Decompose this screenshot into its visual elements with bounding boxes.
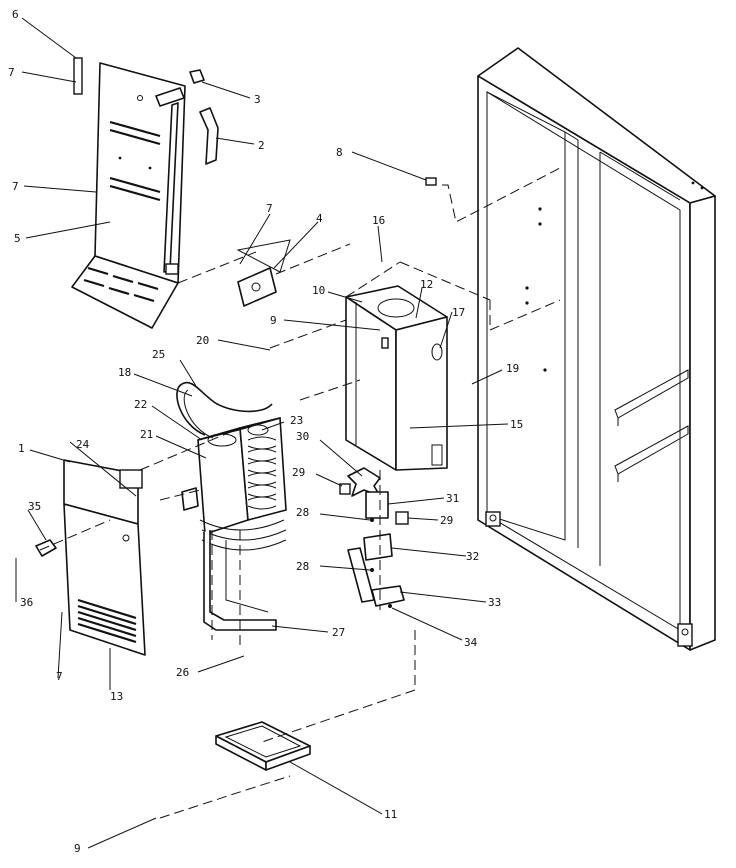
- callout-label: 26: [176, 666, 189, 679]
- suction-line: [176, 381, 273, 439]
- callout-label: 20: [196, 334, 209, 347]
- callout-31: 31: [387, 492, 459, 505]
- evaporator-cover-panel: [71, 57, 186, 329]
- callout-17: 17: [439, 306, 465, 349]
- part-screw-8: [425, 177, 437, 186]
- callout-1: 1: [18, 442, 71, 463]
- callout-label: 5: [14, 232, 21, 245]
- callout-36: 36: [15, 558, 33, 609]
- callout-9-top: 9: [270, 314, 381, 331]
- callout-18: 18: [118, 366, 193, 397]
- callout-label: 8: [336, 146, 343, 159]
- callout-2: 2: [215, 137, 265, 152]
- callout-label: 9: [270, 314, 277, 327]
- callout-24: 24: [69, 438, 137, 497]
- callout-35: 35: [27, 500, 47, 541]
- callout-label: 18: [118, 366, 131, 379]
- callout-label: 7: [12, 180, 19, 193]
- callout-label: 11: [384, 808, 397, 821]
- callout-28-bottom: 28: [296, 560, 371, 573]
- callout-label: 15: [510, 418, 523, 431]
- callout-label: 31: [446, 492, 459, 505]
- callout-3: 3: [201, 81, 261, 106]
- callout-5: 5: [14, 221, 111, 245]
- callout-34: 34: [391, 607, 478, 649]
- callout-25: 25: [152, 348, 197, 387]
- callout-label: 22: [134, 398, 147, 411]
- callout-8: 8: [336, 146, 427, 181]
- grille-cover: [63, 459, 146, 656]
- callout-label: 2: [258, 139, 265, 152]
- callout-label: 29: [440, 514, 453, 527]
- callout-label: 4: [316, 212, 323, 225]
- callout-11: 11: [289, 761, 397, 821]
- callout-10: 10: [312, 284, 363, 303]
- callout-label: 34: [464, 636, 478, 649]
- callout-15: 15: [409, 418, 523, 431]
- callout-9-bottom: 9: [74, 817, 157, 855]
- callout-22: 22: [134, 398, 203, 441]
- callout-29-right: 29: [407, 514, 453, 527]
- callout-32: 32: [391, 547, 479, 563]
- callout-label: 13: [110, 690, 123, 703]
- callout-26: 26: [176, 655, 245, 679]
- callout-label: 28: [296, 506, 309, 519]
- evaporator-coil: [197, 417, 287, 551]
- callout-7-mid: 7: [12, 180, 97, 193]
- callout-21: 21: [140, 428, 207, 459]
- callout-29-left: 29: [292, 466, 343, 487]
- part-duct-2: [199, 107, 219, 165]
- callout-label: 12: [420, 278, 433, 291]
- callout-7-top: 7: [8, 66, 77, 83]
- callout-6: 6: [12, 8, 77, 59]
- callout-label: 25: [152, 348, 165, 361]
- fan-motor-assembly: [339, 467, 409, 608]
- drain-trough: [215, 721, 311, 771]
- callout-label: 16: [372, 214, 385, 227]
- callout-label: 30: [296, 430, 309, 443]
- callout-label: 6: [12, 8, 19, 21]
- callout-label: 7: [8, 66, 15, 79]
- callout-label: 35: [28, 500, 41, 513]
- callout-23: 23: [261, 414, 303, 431]
- callout-19: 19: [471, 362, 519, 385]
- callout-label: 7: [266, 202, 273, 215]
- callout-30: 30: [296, 430, 363, 477]
- callout-7-damper: 7: [239, 202, 273, 265]
- callout-7-bottom: 7: [56, 611, 63, 683]
- part-22: [181, 487, 199, 511]
- part-bracket-3: [155, 69, 205, 107]
- callout-label: 36: [20, 596, 33, 609]
- callout-20: 20: [196, 334, 271, 351]
- callout-4: 4: [273, 212, 323, 269]
- callout-13: 13: [109, 648, 123, 703]
- callout-28-top: 28: [296, 506, 371, 521]
- callout-label: 1: [18, 442, 25, 455]
- callout-label: 33: [488, 596, 501, 609]
- callout-label: 9: [74, 842, 81, 855]
- cabinet-liner: [477, 47, 716, 651]
- part-35: [35, 539, 57, 557]
- part-damper-4: [236, 239, 291, 307]
- callout-12: 12: [415, 278, 433, 319]
- callout-label: 19: [506, 362, 519, 375]
- callout-16: 16: [372, 214, 385, 263]
- callout-label: 3: [254, 93, 261, 106]
- callout-label: 17: [452, 306, 465, 319]
- callout-label: 23: [290, 414, 303, 427]
- callout-label: 24: [76, 438, 90, 451]
- alignment-lines: [39, 167, 561, 819]
- callout-label: 27: [332, 626, 345, 639]
- callout-27: 27: [271, 625, 345, 639]
- callout-label: 28: [296, 560, 309, 573]
- callout-label: 32: [466, 550, 479, 563]
- callout-label: 10: [312, 284, 325, 297]
- callout-label: 7: [56, 670, 63, 683]
- callout-label: 21: [140, 428, 153, 441]
- callout-33: 33: [399, 591, 501, 609]
- air-tower-housing: [345, 285, 448, 471]
- callout-label: 29: [292, 466, 305, 479]
